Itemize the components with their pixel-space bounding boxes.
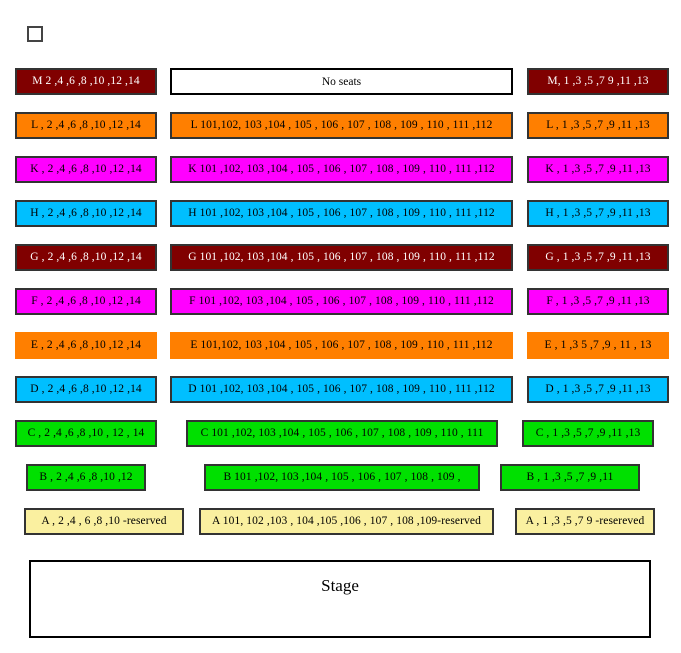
seat-row-d: D , 2 ,4 ,6 ,8 ,10 ,12 ,14 D 101 ,102, 10… <box>0 376 681 420</box>
selection-checkbox[interactable] <box>27 26 43 42</box>
seat-row-b: B , 2 ,4 ,6 ,8 ,10 ,12 B 101 ,102, 103 ,1… <box>0 464 681 508</box>
seat-block-h-right[interactable]: H , 1 ,3 ,5 ,7 ,9 ,11 ,13 <box>527 200 669 227</box>
seat-row-k: K , 2 ,4 ,6 ,8 ,10 ,12 ,14 K 101 ,102, 10… <box>0 156 681 200</box>
seat-block-h-left[interactable]: H , 2 ,4 ,6 ,8 ,10 ,12 ,14 <box>15 200 157 227</box>
seat-block-l-center[interactable]: L 101,102, 103 ,104 , 105 , 106 , 107 , … <box>170 112 513 139</box>
seat-block-h-center[interactable]: H 101 ,102, 103 ,104 , 105 , 106 , 107 ,… <box>170 200 513 227</box>
seat-row-f: F , 2 ,4 ,6 ,8 ,10 ,12 ,14 F 101 ,102, 10… <box>0 288 681 332</box>
seat-block-f-right[interactable]: F , 1 ,3 ,5 ,7 ,9 ,11 ,13 <box>527 288 669 315</box>
seat-block-k-left[interactable]: K , 2 ,4 ,6 ,8 ,10 ,12 ,14 <box>15 156 157 183</box>
seat-block-g-right[interactable]: G , 1 ,3 ,5 ,7 ,9 ,11 ,13 <box>527 244 669 271</box>
seat-block-k-center[interactable]: K 101 ,102, 103 ,104 , 105 , 106 , 107 ,… <box>170 156 513 183</box>
seat-block-b-left[interactable]: B , 2 ,4 ,6 ,8 ,10 ,12 <box>26 464 146 491</box>
seat-block-a-right[interactable]: A , 1 ,3 ,5 ,7 9 -resereved <box>515 508 655 535</box>
seat-block-c-left[interactable]: C , 2 ,4 ,6 ,8 ,10 , 12 , 14 <box>15 420 157 447</box>
seat-block-d-right[interactable]: D , 1 ,3 ,5 ,7 ,9 ,11 ,13 <box>527 376 669 403</box>
seat-block-f-center[interactable]: F 101 ,102, 103 ,104 , 105 , 106 , 107 ,… <box>170 288 513 315</box>
seat-block-e-left[interactable]: E , 2 ,4 ,6 ,8 ,10 ,12 ,14 <box>15 332 157 359</box>
seat-block-e-center[interactable]: E 101,102, 103 ,104 , 105 , 106 , 107 , … <box>170 332 513 359</box>
seat-block-m-right[interactable]: M, 1 ,3 ,5 ,7 9 ,11 ,13 <box>527 68 669 95</box>
seat-row-c: C , 2 ,4 ,6 ,8 ,10 , 12 , 14 C 101 ,102, … <box>0 420 681 464</box>
seat-block-b-center[interactable]: B 101 ,102, 103 ,104 , 105 , 106 , 107 ,… <box>204 464 480 491</box>
seat-row-h: H , 2 ,4 ,6 ,8 ,10 ,12 ,14 H 101 ,102, 10… <box>0 200 681 244</box>
seat-rows-container: M 2 ,4 ,6 ,8 ,10 ,12 ,14 No seats M, 1 ,3 … <box>0 68 681 552</box>
seat-block-c-center[interactable]: C 101 ,102, 103 ,104 , 105 , 106 , 107 ,… <box>186 420 498 447</box>
stage-area: Stage <box>29 560 651 638</box>
seat-row-e: E , 2 ,4 ,6 ,8 ,10 ,12 ,14 E 101,102, 103… <box>0 332 681 376</box>
seat-row-g: G , 2 ,4 ,6 ,8 ,10 ,12 ,14 G 101 ,102, 10… <box>0 244 681 288</box>
seat-row-m: M 2 ,4 ,6 ,8 ,10 ,12 ,14 No seats M, 1 ,3 … <box>0 68 681 112</box>
seat-block-k-right[interactable]: K , 1 ,3 ,5 ,7 ,9 ,11 ,13 <box>527 156 669 183</box>
seat-block-l-right[interactable]: L , 1 ,3 ,5 ,7 ,9 ,11 ,13 <box>527 112 669 139</box>
seat-block-b-right[interactable]: B , 1 ,3 ,5 ,7 ,9 ,11 <box>500 464 640 491</box>
seat-row-l: L , 2 ,4 ,6 ,8 ,10 ,12 ,14 L 101,102, 103… <box>0 112 681 156</box>
seat-row-a: A , 2 ,4 , 6 ,8 ,10 -reserved A 101, 102 … <box>0 508 681 552</box>
seat-block-d-left[interactable]: D , 2 ,4 ,6 ,8 ,10 ,12 ,14 <box>15 376 157 403</box>
stage-label: Stage <box>321 576 359 595</box>
seat-block-a-center[interactable]: A 101, 102 ,103 , 104 ,105 ,106 , 107 , … <box>199 508 494 535</box>
seat-block-c-right[interactable]: C , 1 ,3 ,5 ,7 ,9 ,11 ,13 <box>522 420 654 447</box>
seat-block-g-center[interactable]: G 101 ,102, 103 ,104 , 105 , 106 , 107 ,… <box>170 244 513 271</box>
no-seats-placeholder: No seats <box>170 68 513 95</box>
seat-block-a-left[interactable]: A , 2 ,4 , 6 ,8 ,10 -reserved <box>24 508 184 535</box>
seat-block-m-left[interactable]: M 2 ,4 ,6 ,8 ,10 ,12 ,14 <box>15 68 157 95</box>
seat-block-l-left[interactable]: L , 2 ,4 ,6 ,8 ,10 ,12 ,14 <box>15 112 157 139</box>
seat-block-f-left[interactable]: F , 2 ,4 ,6 ,8 ,10 ,12 ,14 <box>15 288 157 315</box>
seat-block-d-center[interactable]: D 101 ,102, 103 ,104 , 105 , 106 , 107 ,… <box>170 376 513 403</box>
seat-block-e-right[interactable]: E , 1 ,3 5 ,7 ,9 , 11 , 13 <box>527 332 669 359</box>
seat-block-g-left[interactable]: G , 2 ,4 ,6 ,8 ,10 ,12 ,14 <box>15 244 157 271</box>
